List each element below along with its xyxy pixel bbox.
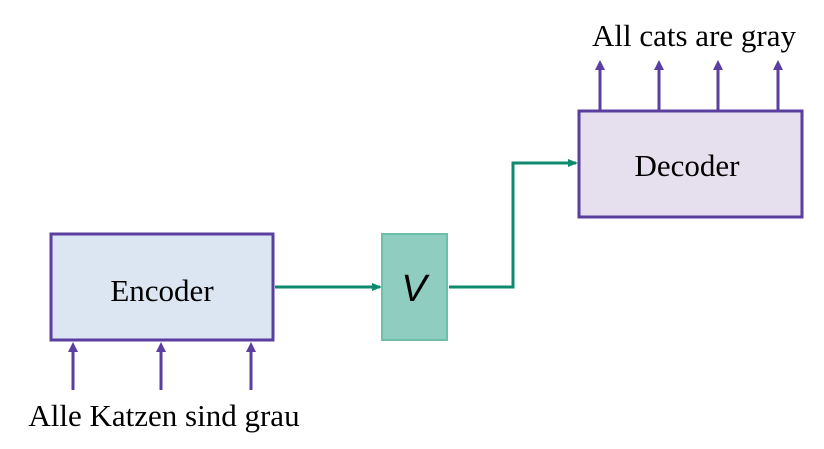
vector-to-decoder-arrow	[449, 159, 578, 289]
context-vector-block: V	[381, 233, 448, 341]
output-sentence: All cats are gray	[592, 18, 796, 53]
output-arrows	[595, 60, 783, 110]
input-sentence: Alle Katzen sind grau	[28, 398, 299, 433]
decoder-label: Decoder	[635, 148, 741, 183]
decoder-block: Decoder	[577, 109, 804, 219]
encoder-box	[49, 232, 275, 342]
context-vector-label: V	[401, 268, 430, 310]
context-vector-box	[381, 233, 448, 341]
encoder-label: Encoder	[110, 273, 214, 308]
decoder-box	[577, 109, 804, 219]
input-arrows	[68, 342, 256, 390]
encoder-block: Encoder	[49, 232, 275, 342]
